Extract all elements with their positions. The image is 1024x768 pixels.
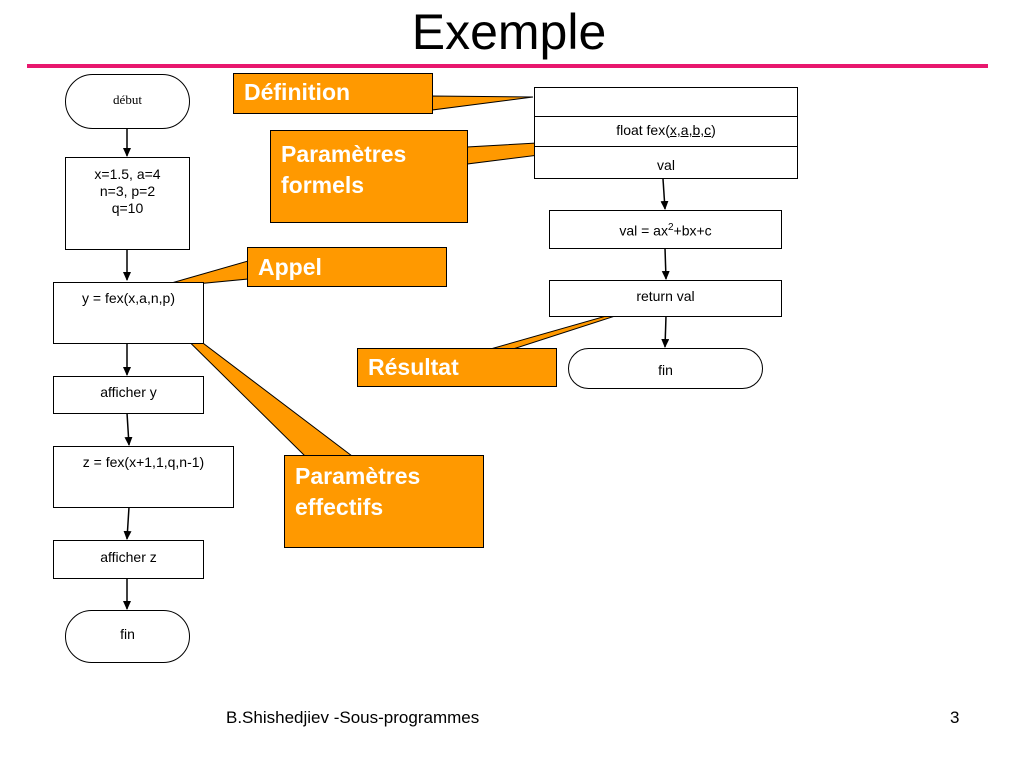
compute-suffix: +bx+c [673, 222, 712, 239]
function-header-signature: float fex(x,a,b,c) [534, 116, 798, 147]
callout-call: Appel [247, 247, 447, 287]
compute-prefix: val = ax [619, 222, 668, 239]
print-y-block: afficher y [53, 376, 204, 414]
actual-params-line-1: Paramètres [295, 463, 421, 489]
call-z-block: z = fex(x+1,1,q,n-1) [53, 446, 234, 508]
callout-formal-params: Paramètres formels [270, 130, 468, 223]
signature-suffix: ) [711, 122, 716, 138]
call-y-block: y = fex(x,a,n,p) [53, 282, 204, 344]
print-z-block: afficher z [53, 540, 204, 579]
compute-exponent: 2 [667, 222, 674, 233]
footer-text: B.Shishedjiev -Sous-programmes [226, 708, 480, 727]
arrow-return-to-end [661, 315, 670, 348]
signature-params: x,a,b,c [669, 122, 712, 138]
function-header-local: val [534, 146, 798, 179]
init-line-2: n=3, p=2 [99, 183, 156, 199]
arrow-print-y-to-call-z [124, 412, 133, 446]
compute-block: val = ax2+bx+c [549, 210, 782, 249]
signature-prefix: float fex( [616, 122, 670, 138]
start-node: début [65, 74, 190, 129]
function-header-name [534, 87, 798, 117]
callout-actual-params: Paramètres effectifs [284, 455, 484, 548]
page-number: 3 [950, 708, 960, 727]
init-block: x=1.5, a=4 n=3, p=2 q=10 [65, 157, 190, 250]
callout-definition: Définition [233, 73, 433, 114]
actual-params-line-2: effectifs [295, 494, 384, 520]
callout-result: Résultat [357, 348, 557, 387]
formal-params-line-1: Paramètres [281, 141, 407, 167]
end-node: fin [65, 610, 190, 663]
init-line-3: q=10 [111, 200, 144, 216]
function-end-node: fin [568, 348, 763, 389]
arrow-compute-to-return [661, 247, 670, 280]
init-line-1: x=1.5, a=4 [94, 166, 161, 182]
title-rule [27, 64, 988, 68]
formal-params-line-2: formels [281, 172, 365, 198]
slide-title: Exemple [411, 4, 607, 60]
pointer-definition [431, 95, 534, 111]
return-block: return val [549, 280, 782, 317]
arrow-header-to-compute [660, 178, 669, 210]
arrow-call-z-to-print-z [123, 506, 132, 540]
